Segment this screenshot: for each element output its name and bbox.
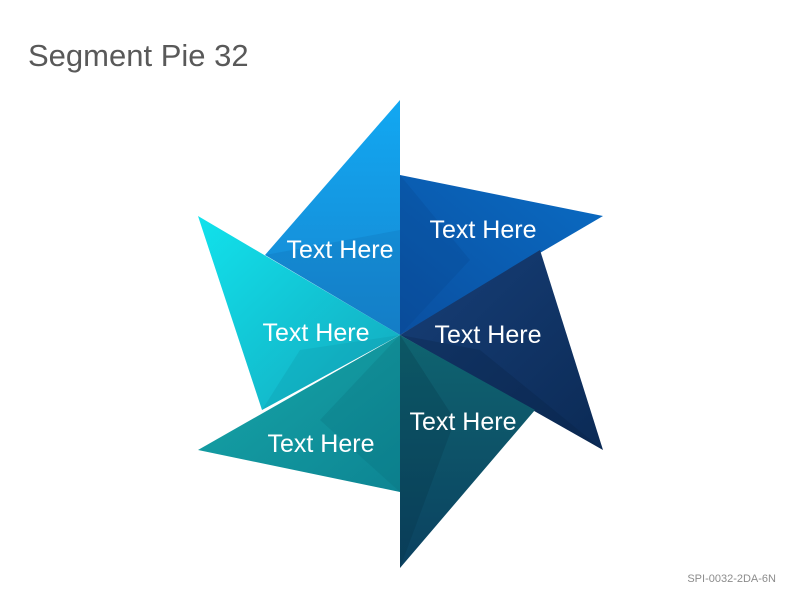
- segment-4-label: Text Here: [410, 408, 517, 436]
- segment-6-shade: [262, 335, 400, 410]
- segment-5-shape: [198, 335, 400, 492]
- slide-code: SPI-0032-2DA-6N: [687, 573, 776, 585]
- segment-4-shade: [400, 335, 455, 568]
- segment-2-label: Text Here: [430, 216, 537, 244]
- segment-1-label: Text Here: [287, 236, 394, 264]
- segment-5-shade: [320, 335, 400, 492]
- segment-3-shape: [400, 250, 603, 450]
- slide-title: Segment Pie 32: [28, 38, 249, 73]
- segment-2-shape: [400, 175, 603, 335]
- segment-1-shade: [265, 230, 400, 335]
- segment-3-label: Text Here: [435, 321, 542, 349]
- segment-4-shape: [400, 335, 535, 568]
- segment-6-shape: [198, 216, 400, 410]
- segment-5-label: Text Here: [268, 430, 375, 458]
- segment-6-label: Text Here: [263, 319, 370, 347]
- segment-1-shape: [265, 100, 400, 335]
- segment-2-shade: [400, 175, 470, 335]
